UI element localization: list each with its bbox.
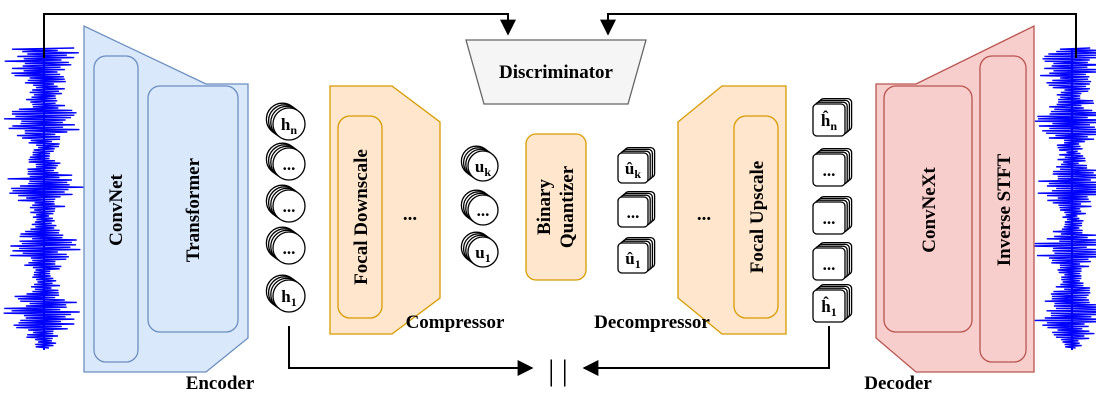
focal-upscale-layer [733,115,779,319]
hhat-1-square: ĥ1 [812,283,853,323]
inverse-stft-label: Inverse STFT [994,153,1015,266]
hhat-ellipsis-square: ... [812,241,853,281]
u-ellipsis-circle-label: ... [477,201,490,220]
u-1-circle: u1 [460,231,499,268]
quantizer-label-line2: Quantizer [557,165,578,248]
h-ellipsis-circle: ... [265,142,306,181]
convnet-layer [93,55,139,363]
h-ellipsis-circle-label: ... [283,155,296,174]
hhat-to-comparison-arrow [582,326,830,376]
decompressor-ellipsis: ... [697,204,711,225]
latent-u-stack: uk... u1 [460,145,499,268]
decoder-title: Decoder [864,373,932,394]
decoder-block: ConvNeXt Inverse STFT [875,24,1035,373]
decompressor-title: Decompressor [594,312,710,333]
hhat-n-square: ĥn [812,97,853,137]
h-ellipsis-circle-label: ... [283,239,296,258]
output-waveform [1032,47,1096,350]
hhat-ellipsis-square: ... [812,147,853,187]
h-n-circle: hn [265,102,306,141]
focal-downscale-layer [337,115,383,319]
quantizer-label-line1: Binary [534,179,555,235]
uhat-1-square: û1 [617,236,656,274]
binary-quantizer-block: Binary Quantizer [525,133,587,281]
compressor-title: Compressor [406,312,505,333]
u-ellipsis-circle: ... [460,189,499,226]
output-to-discriminator-arrow [600,13,1077,58]
hhat-ellipsis-square-label: ... [823,209,836,228]
uhat-ellipsis-square-label: ... [627,203,640,222]
h-ellipsis-circle: ... [265,184,306,223]
uhat-ellipsis-square: ... [617,190,656,228]
latent-hhat-stack: ĥn......... ĥ1 [812,97,853,323]
focal-downscale-label: Focal Downscale [351,149,372,285]
hhat-ellipsis-square: ... [812,195,853,235]
input-to-discriminator-arrow [43,13,516,58]
uhat-k-square: ûk [617,146,656,184]
encoder-title: Encoder [186,373,255,394]
u-k-circle: uk [460,145,499,182]
latent-uhat-stack: ûk... û1 [617,146,656,274]
hhat-ellipsis-square-label: ... [823,161,836,180]
discriminator-label: Discriminator [499,62,614,83]
h-ellipsis-circle-label: ... [283,197,296,216]
compressor-block: Focal Downscale ... [329,85,441,335]
discriminator-block: Discriminator [465,39,647,105]
hhat-ellipsis-square-label: ... [823,255,836,274]
h-ellipsis-circle: ... [265,226,306,265]
h-to-comparison-arrow [288,326,534,376]
convnet-label: ConvNet [106,173,127,245]
inverse-stft-layer [979,55,1027,363]
latent-h-stack: hn......... h1 [265,102,306,313]
decompressor-block: Focal Upscale ... [677,85,787,335]
transformer-label: Transformer [183,157,204,262]
compressor-ellipsis: ... [403,204,417,225]
encoder-block: ConvNet Transformer [83,24,249,373]
convnext-layer [883,85,973,333]
h-1-circle: h1 [265,274,306,313]
transformer-layer [147,85,239,333]
convnext-label: ConvNeXt [919,167,940,253]
focal-upscale-label: Focal Upscale [747,161,768,273]
input-waveform [3,47,84,350]
comparison-symbol: | | [548,354,568,387]
